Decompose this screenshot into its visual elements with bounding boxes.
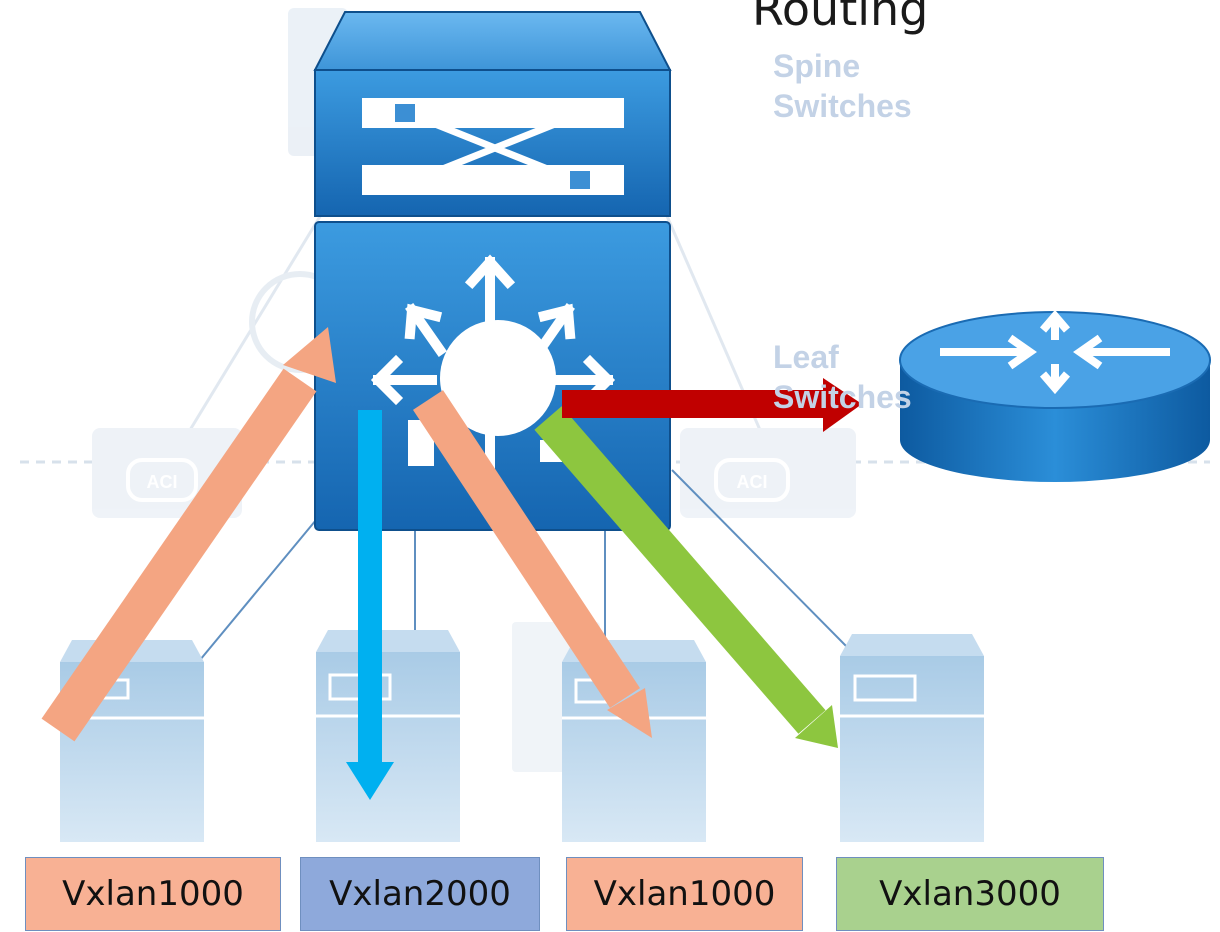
vxlan2000-egress-arrow [346, 410, 394, 800]
routing-engine-hub [440, 320, 556, 436]
spine-switches-label: Spine Switches [773, 48, 912, 124]
diagram-title: Routing [752, 0, 929, 36]
background-leaf-switch-right: ACI [680, 428, 856, 518]
vxlan-label-4: Vxlan3000 [836, 857, 1104, 931]
aci-label-right: ACI [737, 472, 768, 492]
leaf-switches-label: Leaf Switches [773, 339, 912, 415]
crossed-arrows-icon [362, 98, 624, 195]
routing-engine-icon [370, 254, 616, 475]
traffic-arrows [41, 327, 862, 800]
vxlan1000-ingress-arrow [41, 327, 336, 742]
external-route-arrow [562, 378, 862, 432]
server-links [199, 469, 851, 661]
vxlan3000-egress-arrow [534, 406, 838, 748]
spine-switch [313, 11, 672, 217]
server-4 [840, 634, 984, 842]
vxlan-label-1: Vxlan1000 [25, 857, 281, 931]
external-router [899, 309, 1211, 482]
server-2 [316, 630, 460, 842]
vxlan-label-2: Vxlan2000 [300, 857, 540, 931]
vxlan-label-3: Vxlan1000 [566, 857, 803, 931]
server-3 [562, 640, 706, 842]
router-arrows-icon [940, 309, 1170, 395]
aci-label-left: ACI [147, 472, 178, 492]
vxlan1000-egress-arrow [412, 390, 652, 738]
